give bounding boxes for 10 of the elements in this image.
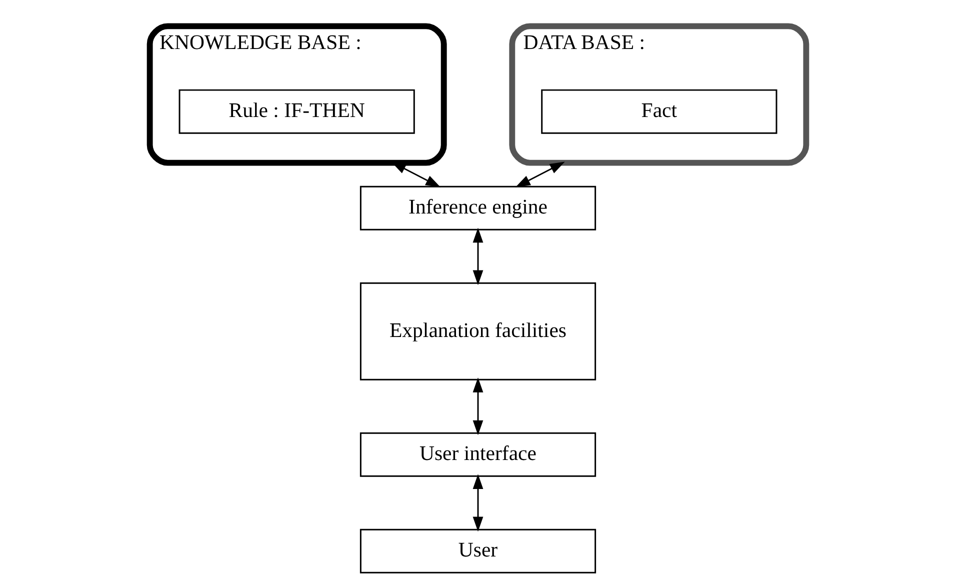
node-box: Explanation facilities: [359, 282, 596, 380]
node-box: Rule : IF-THEN: [178, 89, 414, 134]
node-box: User interface: [359, 432, 596, 477]
node-box: Inference engine: [359, 186, 596, 230]
arrow: [514, 162, 564, 188]
arrow: [472, 228, 483, 286]
node-box: Fact: [540, 89, 777, 134]
arrow: [472, 377, 483, 436]
node-box: User: [359, 528, 596, 574]
arrow: [472, 474, 483, 532]
